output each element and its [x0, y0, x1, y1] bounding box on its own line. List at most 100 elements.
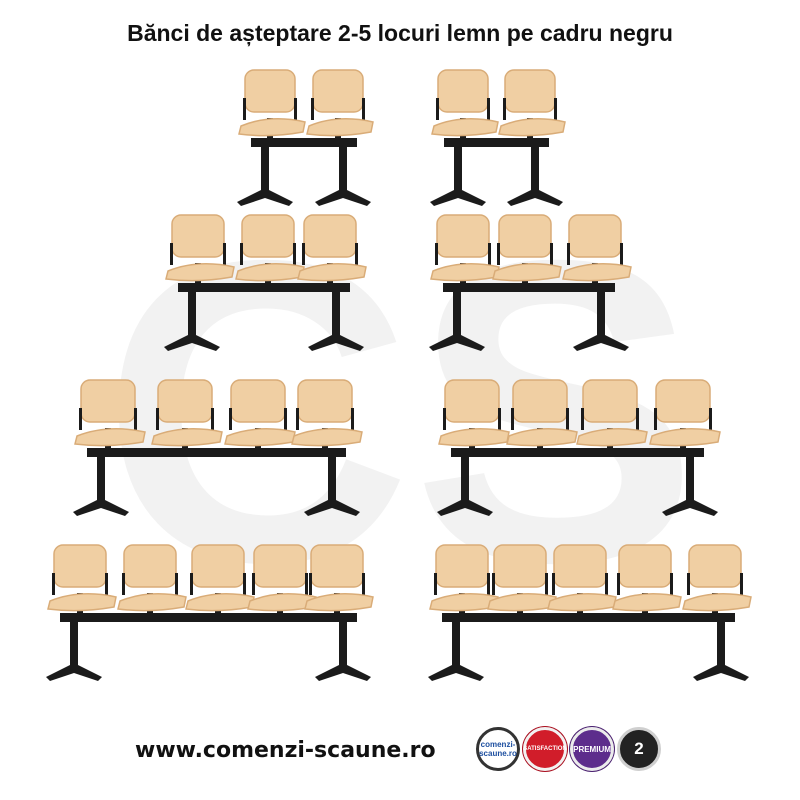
seat-backrest: [655, 379, 711, 423]
seat-back-post: [581, 408, 584, 430]
bench-seat: [492, 214, 562, 285]
seat-back-post: [488, 243, 491, 265]
seat-back-post: [156, 408, 159, 430]
bench-2-seat-right: [430, 69, 566, 206]
bench-leg: [597, 289, 605, 341]
seat-back-post: [554, 98, 557, 120]
bench-foot: [308, 335, 364, 351]
website-url[interactable]: www.comenzi-scaune.ro: [135, 738, 436, 763]
seat-backrest: [435, 544, 489, 588]
seat-backrest: [618, 544, 672, 588]
seat-back-post: [552, 573, 555, 595]
bench-seat: [682, 544, 752, 615]
bench-leg: [339, 144, 347, 196]
seat-pan: [304, 593, 374, 612]
seat-back-post: [52, 573, 55, 595]
seat-pan: [562, 263, 632, 282]
bench-seat: [487, 544, 557, 615]
seat-pan: [431, 118, 499, 137]
seat-back-post: [636, 408, 639, 430]
seat-backrest: [123, 544, 177, 588]
seat-back-post: [293, 243, 296, 265]
seat-backrest: [568, 214, 622, 258]
bench-seat: [47, 544, 117, 615]
seat-backrest: [80, 379, 136, 423]
bench-3-seat-right: [429, 214, 632, 351]
seat-backrest: [171, 214, 225, 258]
bench-seat: [506, 379, 578, 450]
store-logo-badge: comenzi-scaune.ro: [476, 727, 520, 771]
satisfaction-badge: SATISFACTION: [523, 727, 567, 771]
seat-back-post: [620, 243, 623, 265]
seat-pan: [682, 593, 752, 612]
bench-seat: [151, 379, 223, 450]
bench-leg: [461, 454, 469, 506]
seat-back-post: [605, 573, 608, 595]
seat-pan: [649, 428, 721, 447]
seat-back-post: [709, 408, 712, 430]
seat-pan: [306, 118, 374, 137]
seat-pan: [238, 118, 306, 137]
seat-backrest: [437, 69, 489, 113]
bench-leg: [97, 454, 105, 506]
bench-seat: [649, 379, 721, 450]
bench-leg: [332, 289, 340, 341]
bench-seat: [238, 69, 306, 140]
bench-seat: [438, 379, 510, 450]
seat-back-post: [545, 573, 548, 595]
seat-back-post: [503, 98, 506, 120]
bench-seat: [306, 69, 374, 140]
bench-seat: [224, 379, 296, 450]
seat-back-post: [229, 408, 232, 430]
seat-pan: [612, 593, 682, 612]
bench-foot: [73, 500, 129, 516]
bench-foot: [164, 335, 220, 351]
bench-seat: [547, 544, 617, 615]
bench-beam: [251, 138, 357, 147]
bench-beam: [87, 448, 346, 457]
bench-foot: [693, 665, 749, 681]
seat-backrest: [504, 69, 556, 113]
bench-2-seat-left: [237, 69, 374, 206]
seat-back-post: [175, 573, 178, 595]
seat-back-post: [284, 408, 287, 430]
seat-back-post: [654, 408, 657, 430]
bench-seat: [74, 379, 146, 450]
seat-backrest: [498, 214, 552, 258]
seat-back-post: [105, 573, 108, 595]
seat-back-post: [362, 573, 365, 595]
bench-foot: [304, 500, 360, 516]
seat-back-post: [617, 573, 620, 595]
seat-pan: [117, 593, 187, 612]
bench-3-seat-left: [164, 214, 367, 351]
seat-back-post: [498, 408, 501, 430]
bench-beam: [451, 448, 704, 457]
seat-back-post: [309, 573, 312, 595]
seat-pan: [47, 593, 117, 612]
bench-seat: [297, 214, 367, 285]
seat-back-post: [243, 98, 246, 120]
bench-seat: [235, 214, 305, 285]
bench-seat: [498, 69, 566, 140]
seat-backrest: [553, 544, 607, 588]
seat-back-post: [351, 408, 354, 430]
seat-backrest: [53, 544, 107, 588]
seat-back-post: [79, 408, 82, 430]
seat-backrest: [244, 69, 296, 113]
bench-foot: [428, 665, 484, 681]
bench-leg: [188, 289, 196, 341]
bench-beam: [442, 613, 735, 622]
bench-foot: [315, 190, 371, 206]
seat-pan: [506, 428, 578, 447]
bench-seat: [291, 379, 363, 450]
bench-4-seat-right: [437, 379, 721, 516]
seat-backrest: [444, 379, 500, 423]
seat-backrest: [303, 214, 357, 258]
seat-back-post: [311, 98, 314, 120]
seat-back-post: [122, 573, 125, 595]
seat-pan: [74, 428, 146, 447]
seat-back-post: [567, 243, 570, 265]
bench-leg: [717, 619, 725, 671]
seat-back-post: [252, 573, 255, 595]
bench-seat: [185, 544, 255, 615]
